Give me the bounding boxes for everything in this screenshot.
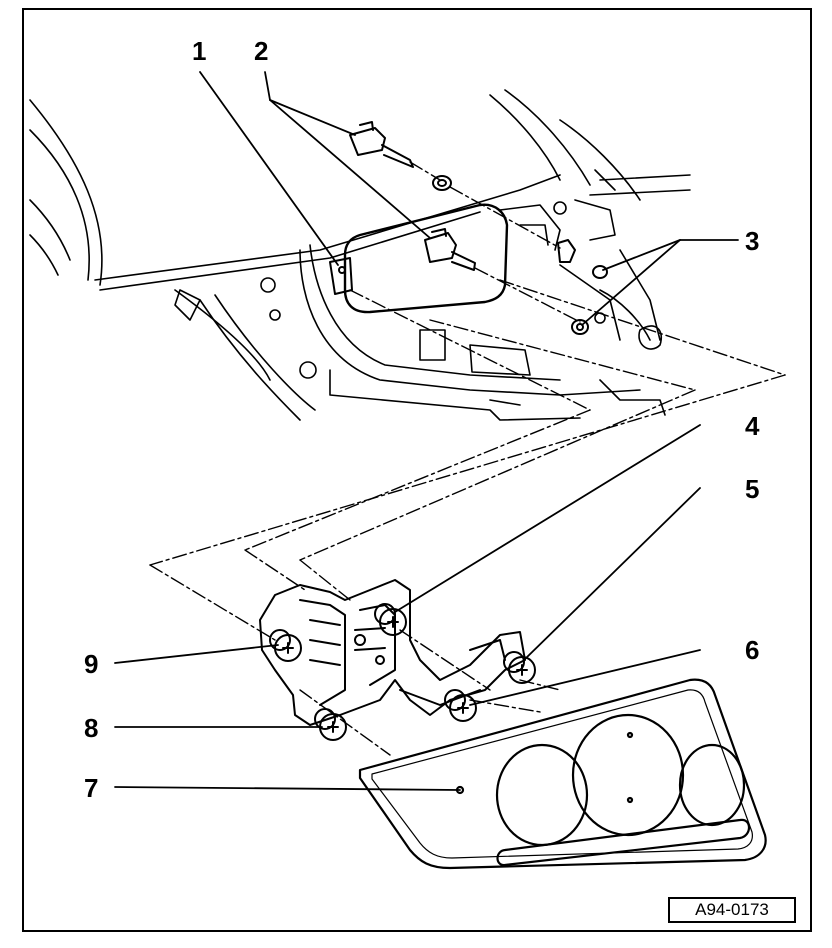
vehicle-body: [29, 89, 691, 421]
bulb-carrier: [259, 579, 526, 726]
knurled-screw-9: [269, 629, 302, 662]
nut-upper: [432, 175, 452, 191]
callout-2: 2: [254, 36, 269, 66]
callout-5: 5: [745, 474, 760, 504]
part-1-bracket: [329, 257, 353, 295]
part-3-nuts: [557, 239, 608, 335]
callout-4: 4: [745, 411, 760, 441]
tail-light-opening: [343, 203, 509, 314]
callout-8: 8: [84, 713, 99, 743]
knurled-screw-8: [314, 708, 347, 741]
knurled-screw-5: [503, 651, 536, 684]
part-2-adjuster-lower: [424, 228, 476, 271]
knurled-screw-6: [444, 689, 477, 722]
callout-9: 9: [84, 649, 99, 679]
callout-7: 7: [84, 773, 99, 803]
callout-6: 6: [745, 635, 760, 665]
callout-3: 3: [745, 226, 760, 256]
tail-light-housing: [358, 678, 767, 870]
leader-lines: [114, 71, 739, 791]
figure-code: A94-0173: [668, 897, 796, 923]
part-2-adjuster-upper: [349, 121, 414, 168]
callout-1: 1: [192, 36, 207, 66]
knurled-screw-4: [374, 603, 407, 636]
